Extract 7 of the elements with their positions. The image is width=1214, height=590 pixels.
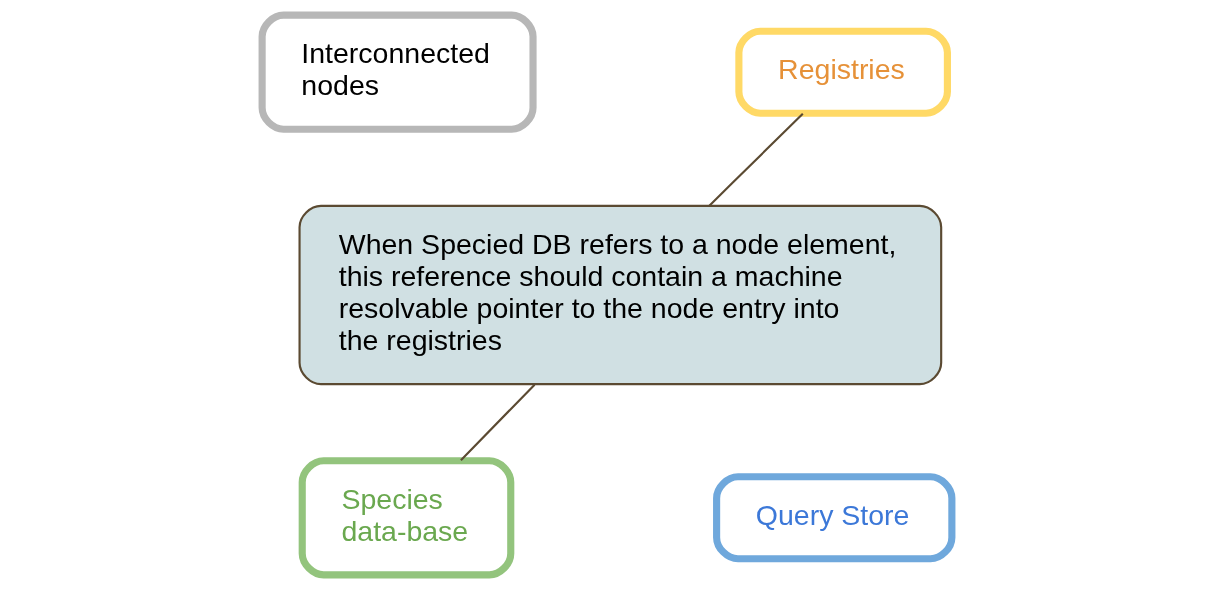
connector (460, 383, 536, 461)
connector (708, 112, 804, 207)
node-box: Registries (735, 27, 951, 117)
node-box: Species data-base (298, 457, 515, 579)
node-box: Query Store (713, 473, 956, 563)
node-box: When Specied DB refers to a node element, this reference should contain a machine resolvable pointer to the node entry into the registries (298, 204, 943, 386)
node-box: Interconnected nodes (258, 11, 537, 133)
